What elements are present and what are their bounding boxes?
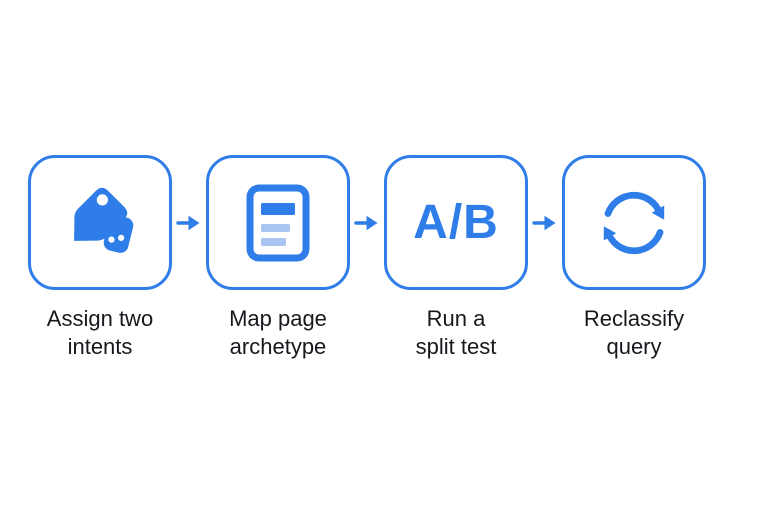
- flow-step-split-test: A/B Run a split test: [384, 155, 528, 361]
- arrow-right-icon: [176, 212, 202, 234]
- process-flow: Assign two intents Map page archetype: [28, 155, 706, 361]
- flow-step-map-archetype: Map page archetype: [206, 155, 350, 361]
- step-label: Map page archetype: [229, 306, 327, 359]
- step-box: A/B: [384, 155, 528, 290]
- document-icon: [246, 184, 310, 262]
- ab-test-text: A/B: [413, 196, 499, 249]
- tags-icon: [58, 181, 142, 265]
- flow-connector: [350, 155, 384, 290]
- flow-step-assign-intents: Assign two intents: [28, 155, 172, 361]
- step-label: Run a split test: [415, 306, 497, 359]
- step-label: Reclassify query: [583, 306, 685, 359]
- step-box: [206, 155, 350, 290]
- step-box: [562, 155, 706, 290]
- refresh-icon: [595, 184, 673, 262]
- flow-connector: [528, 155, 562, 290]
- flow-step-reclassify: Reclassify query: [562, 155, 706, 361]
- flow-connector: [172, 155, 206, 290]
- arrow-right-icon: [532, 212, 558, 234]
- arrow-right-icon: [354, 212, 380, 234]
- step-box: [28, 155, 172, 290]
- step-label: Assign two intents: [46, 306, 154, 359]
